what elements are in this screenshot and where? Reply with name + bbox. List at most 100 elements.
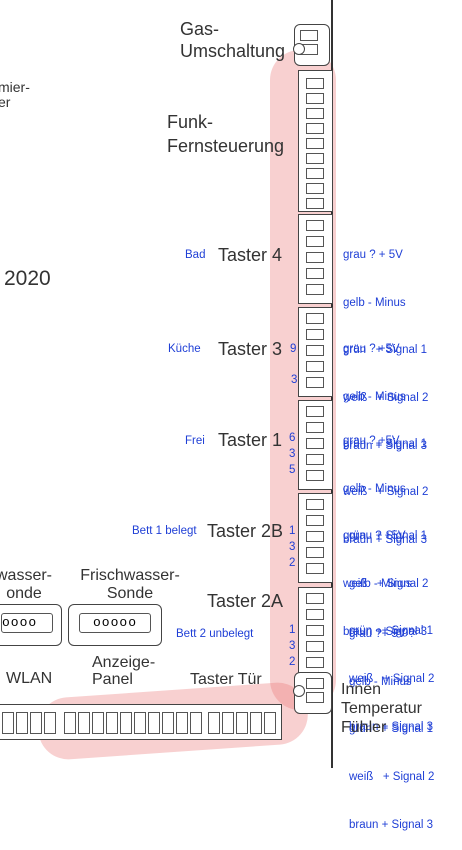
connector-pin [306, 198, 324, 209]
wiring-line: weiß + Signal 2 [343, 485, 429, 498]
connector-pin [306, 547, 324, 558]
wiring-line: grau ? + 5V [343, 248, 403, 261]
connector-pin [306, 422, 324, 433]
taster3-label: Taster 3 [218, 339, 283, 359]
connector-pin [306, 183, 324, 194]
anzeige-label: Anzeige- Panel [92, 654, 155, 688]
connector-pin [306, 78, 324, 89]
number-t2b-2: 3 [289, 540, 296, 553]
strip-pin [92, 712, 104, 734]
wiring-line: weiß + Signal 2 [343, 391, 429, 404]
connector-pin [306, 657, 324, 668]
number-t2a-2: 3 [289, 639, 296, 652]
number-t1-1: 6 [289, 432, 296, 444]
connector-pin [306, 168, 324, 179]
wiring-taster3: grau ? +5V gelb - Minus grün + Signal 1 … [343, 310, 428, 565]
taster1-label: Taster 1 [218, 430, 283, 450]
number-t2b-3: 2 [289, 556, 296, 569]
tuer-label: Taster Tür [190, 671, 262, 688]
gas-line2: Umschaltung [180, 41, 286, 61]
wiring-line: gelb - Minus [343, 482, 406, 495]
back-arrow-icon[interactable] [18, 0, 42, 12]
connector-pin [306, 499, 324, 510]
strip-pin [106, 712, 118, 734]
connector-pin [306, 284, 324, 295]
wiring-taster1: grau ? +5V gelb - Minus grün + Signal 1 … [343, 402, 428, 657]
wiring-line: gelb - Minus [349, 675, 412, 688]
number-t1-2: 3 [289, 447, 296, 460]
taster2a-label: Taster 2A [207, 591, 284, 611]
gas-connector-pin [300, 30, 318, 41]
strip-pin [208, 712, 220, 734]
connector-pin [306, 515, 324, 526]
anzeige-line1: Anzeige- [92, 654, 156, 671]
connector-pin [306, 531, 324, 542]
innen-line2: Temperatur [341, 700, 422, 717]
strip-pin [64, 712, 76, 734]
left-top-label: mier- er [0, 80, 30, 110]
strip-pin [148, 712, 160, 734]
anzeige-line2: Panel [92, 671, 133, 688]
wiring-line: braun + Signal 3 [343, 439, 428, 452]
room-bad: Bad [185, 249, 206, 261]
strip-pin [176, 712, 188, 734]
more-icon[interactable] [428, 0, 436, 10]
screw-icon [293, 43, 305, 55]
wlan-label: WLAN [6, 670, 53, 687]
connector-pin [306, 406, 324, 417]
connector-pin [306, 268, 324, 279]
numbers-t2b: 1 3 2 [289, 524, 295, 571]
room-kueche: Küche [168, 343, 201, 355]
numbers-t1: 6 3 5 [289, 431, 295, 478]
strip-pin [2, 712, 14, 734]
funk-line1: Funk- [167, 112, 214, 132]
innen-line1: Innen [341, 681, 382, 698]
connector-pin [306, 563, 324, 574]
room-frei: Frei [185, 435, 205, 447]
connector-pin [306, 625, 324, 636]
wiring-line: grün + Signal 1 [343, 438, 428, 451]
strip-pin [30, 712, 42, 734]
wiring-line: weiß + Signal 2 [349, 770, 435, 783]
wiring-line: grau ? +5V [343, 434, 400, 447]
wiring-line: grau ? +5V [349, 529, 406, 542]
strip-pin [162, 712, 174, 734]
room-bett1: Bett 1 belegt [132, 525, 197, 537]
taster2b-label: Taster 2B [207, 521, 284, 541]
number-t3-b: 3 [291, 374, 298, 386]
wiring-line: grau ?+ 5V ? [349, 627, 416, 640]
numbers-t2a: 1 3 2 [289, 623, 295, 670]
wiring-line: grün + Signal 1 [349, 625, 434, 638]
wiring-line: grün + Signal 1 [349, 723, 434, 736]
wiring-line: braun + Signal 3 [349, 720, 434, 733]
strip-pin [264, 712, 276, 734]
star-icon[interactable] [366, 0, 388, 13]
connector-pin [306, 692, 324, 703]
left-top-line1: mier- [0, 79, 30, 95]
connector-pin [306, 641, 324, 652]
abwasser-connector: oooo [0, 604, 62, 646]
strip-pin [44, 712, 56, 734]
abwasser-label: wasser- onde [0, 567, 52, 603]
wiring-taster2b: grau ? +5V gelb - Minus grün + Signal 1 … [349, 497, 434, 752]
connector-pin [306, 108, 324, 119]
wiring-line: gelb - Minus [349, 577, 412, 590]
connector-pin [306, 138, 324, 149]
connector-pin [306, 123, 324, 134]
connector-pin [306, 345, 324, 356]
taster4-label: Taster 4 [218, 245, 283, 265]
connector-pin [306, 377, 324, 388]
gas-label: Gas- Umschaltung [180, 18, 285, 62]
wiring-line: braun + Signal 3 [349, 818, 434, 831]
screw-icon [293, 685, 305, 697]
strip-pin [120, 712, 132, 734]
strip-pin [190, 712, 202, 734]
wiring-line: gelb - Minus [343, 390, 406, 403]
strip-pin [250, 712, 262, 734]
connector-pin [306, 454, 324, 465]
gas-line1: Gas- [180, 19, 220, 39]
strip-pin [222, 712, 234, 734]
year-label: 2020 [4, 267, 51, 290]
frisch-label: Frischwasser- Sonde [70, 567, 190, 603]
connector-pin [306, 678, 324, 689]
